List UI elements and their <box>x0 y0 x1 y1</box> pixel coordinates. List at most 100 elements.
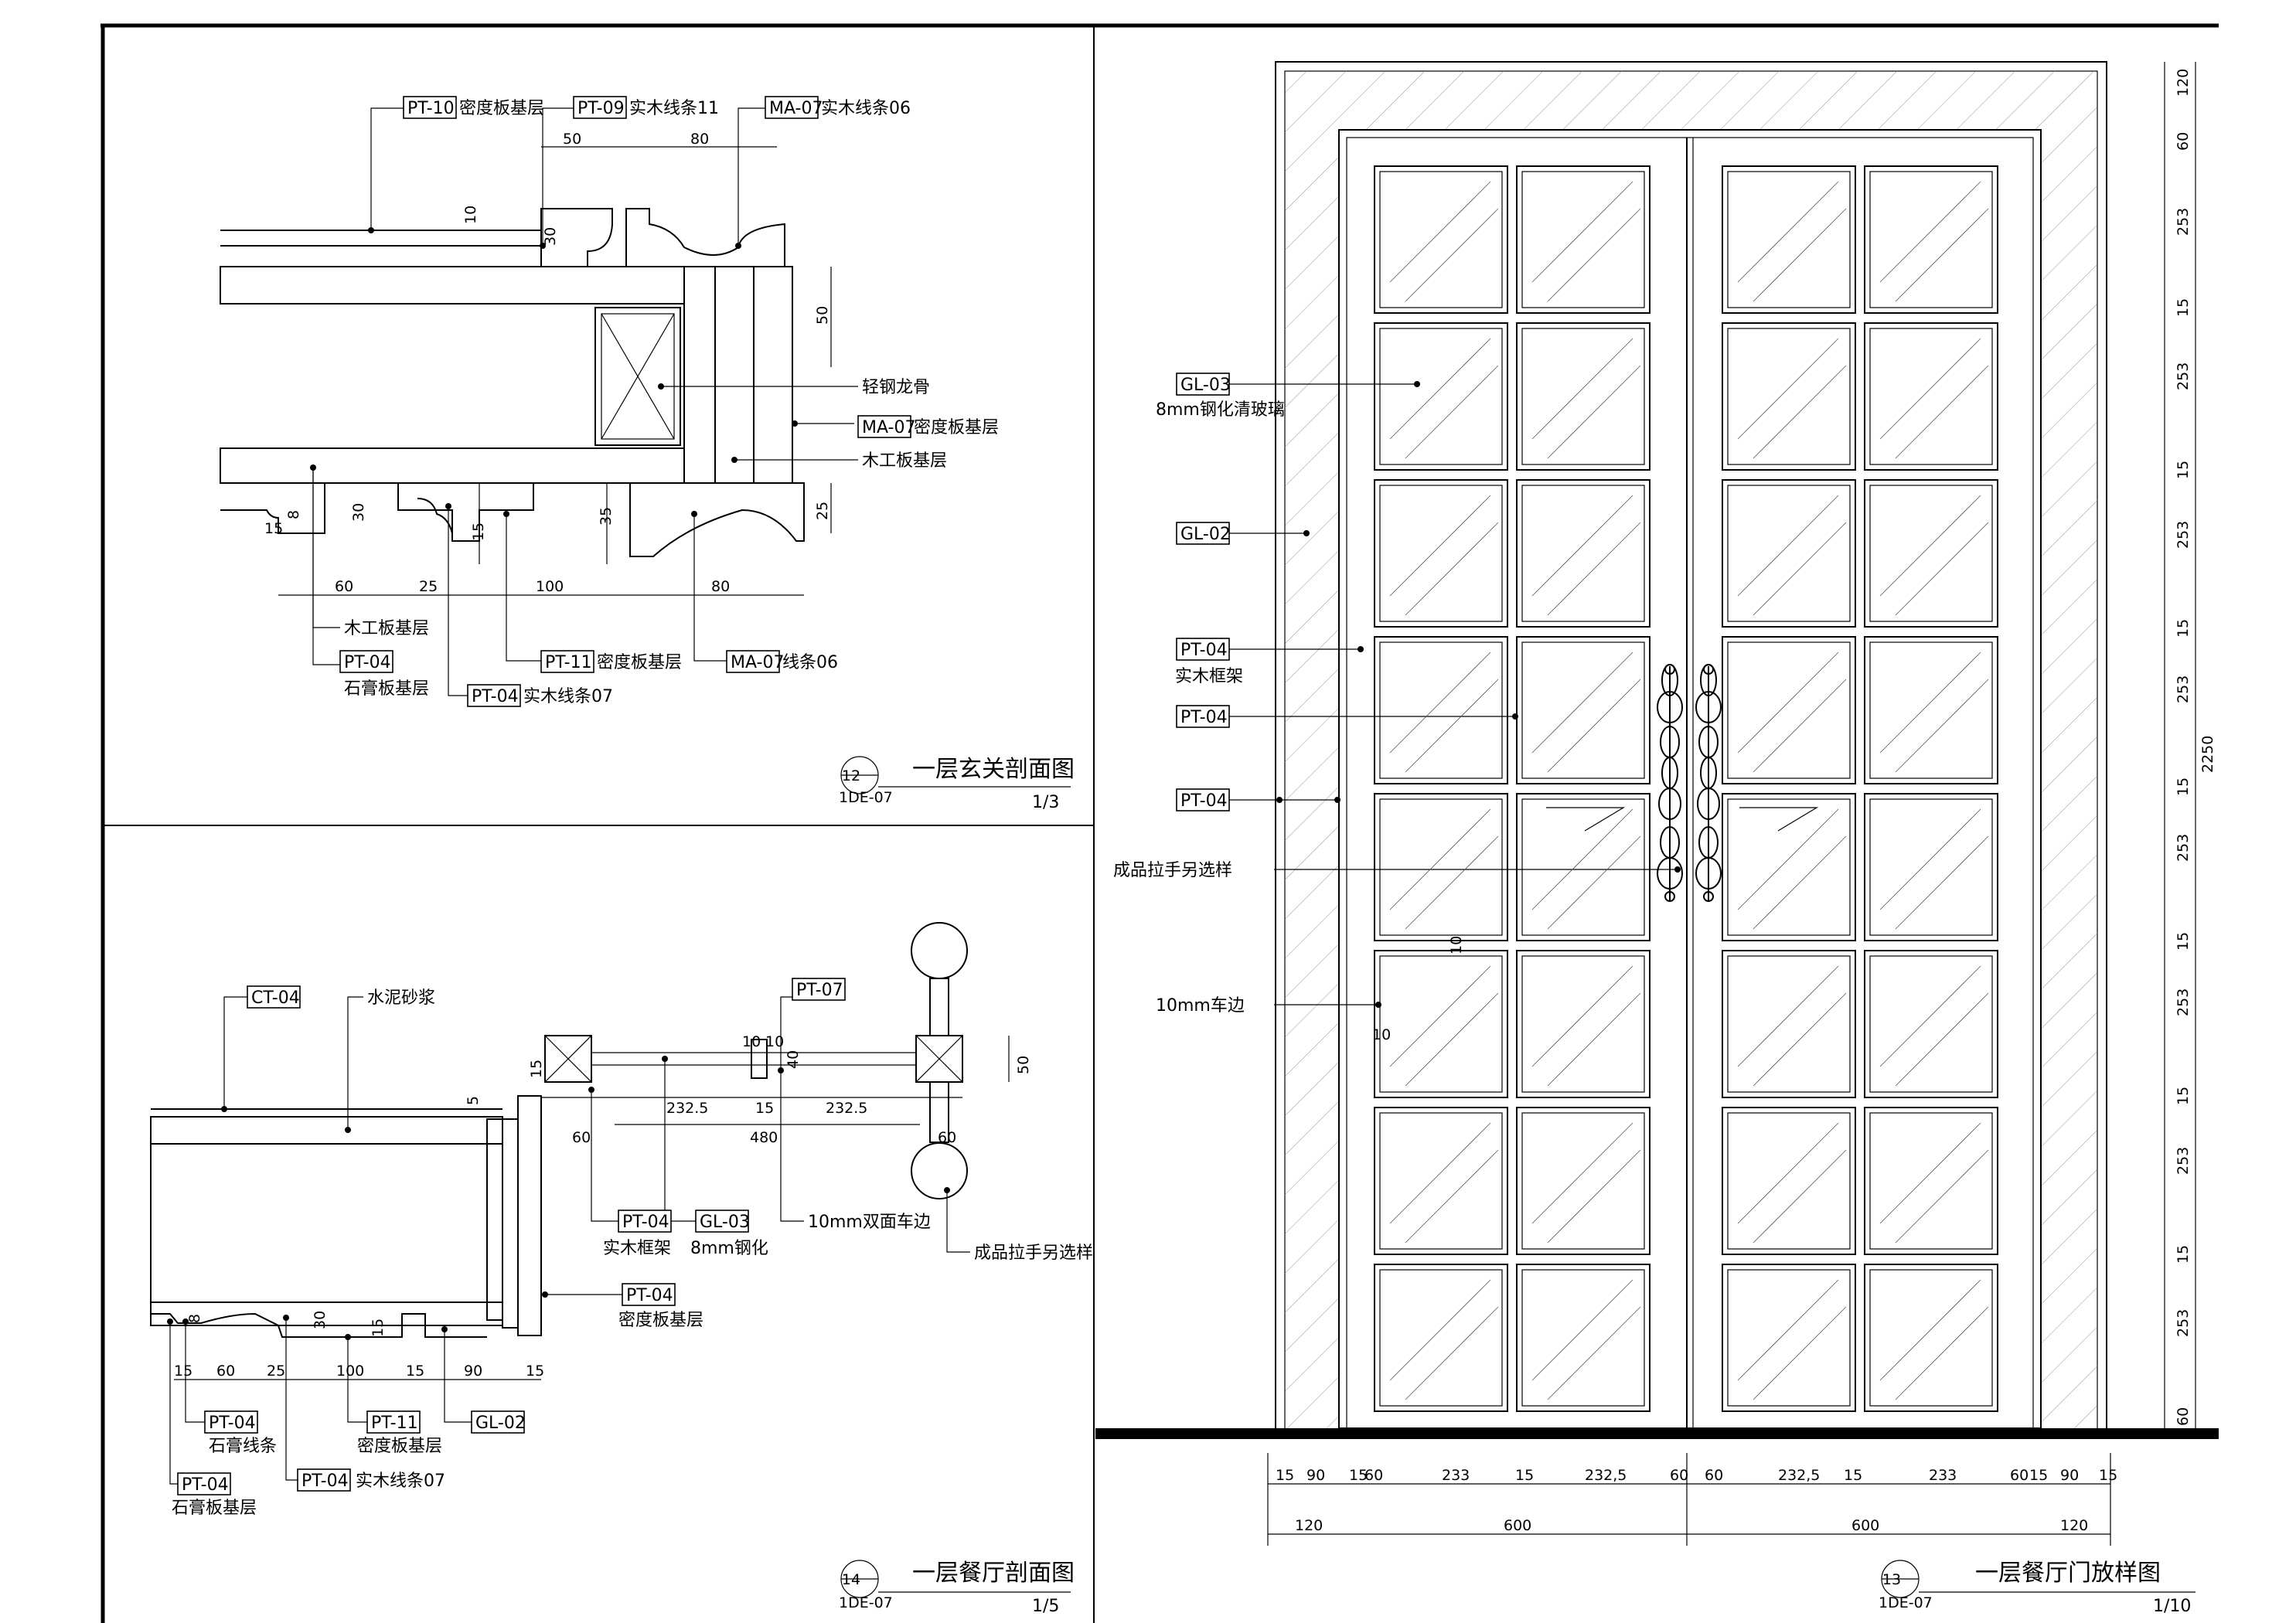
s14-dim-60b: 60 <box>938 1129 956 1146</box>
glass-pane <box>1516 793 1650 941</box>
s12-tag-7-code: MA-07 <box>731 653 784 672</box>
s13-door-dim-a: 10 <box>1448 936 1465 954</box>
s14-tag-3-desc: 实木框架 <box>603 1239 671 1258</box>
s14-tag-5-code: PT-04 <box>626 1286 673 1305</box>
s14-tag-9-code: PT-04 <box>182 1475 229 1495</box>
glass-pane <box>1516 1264 1650 1412</box>
glass-pane <box>1722 950 1856 1098</box>
s14-dim-30: 30 <box>312 1311 329 1329</box>
s14-tag-4-desc: 8mm钢化 <box>690 1239 768 1258</box>
s14-note-mortar: 水泥砂浆 <box>367 988 435 1008</box>
section-14-tag-boxes <box>177 978 846 1495</box>
glass-pane <box>1722 793 1856 941</box>
s12-tag-2-code: PT-09 <box>577 99 625 118</box>
s12-dim-25: 25 <box>814 502 831 520</box>
dim-right-label: 120 <box>2175 69 2192 97</box>
s14-dim-bot-15c: 15 <box>526 1363 544 1380</box>
s12-dim-30b: 30 <box>350 503 367 522</box>
s12-title: 一层玄关剖面图 <box>912 756 1075 783</box>
dim-right-label: 253 <box>2175 834 2192 862</box>
glass-pane <box>1864 479 1998 628</box>
dim-label: 90 <box>1306 1467 1325 1484</box>
s13-door-dim-b: 10 <box>1372 1026 1391 1043</box>
section-13-glass-panes <box>1374 165 1998 1412</box>
s13-title: 一层餐厅门放样图 <box>1975 1560 2161 1587</box>
glass-pane <box>1864 322 1998 471</box>
glass-pane <box>1516 322 1650 471</box>
dim-label: 15 <box>1844 1467 1862 1484</box>
glass-pane <box>1864 793 1998 941</box>
bevel-mark <box>1739 807 1819 832</box>
dim-right-label: 60 <box>2175 1407 2192 1426</box>
s13-dim-height: 2250 <box>2199 736 2216 773</box>
dim-label: 232,5 <box>1778 1467 1820 1484</box>
section-12-tag-boxes <box>339 96 911 707</box>
s14-dim-bot-90: 90 <box>464 1363 482 1380</box>
s14-tag-4-code: GL-03 <box>700 1213 750 1232</box>
dim-label: 15 <box>1276 1467 1294 1484</box>
section-13-handles <box>1657 664 1722 902</box>
glass-pane <box>1374 165 1508 314</box>
glass-pane <box>1516 636 1650 784</box>
s14-tag-10-code: PT-04 <box>301 1472 349 1491</box>
bevel-mark <box>1546 807 1626 832</box>
glass-pane <box>1374 636 1508 784</box>
dim-total-label: 120 <box>2060 1517 2088 1534</box>
s12-dim-top-80: 80 <box>690 131 709 148</box>
dim-total-label: 600 <box>1504 1517 1531 1534</box>
s14-section-ref: 1DE-07 <box>839 1594 893 1611</box>
s12-dim-bot-25: 25 <box>419 578 438 595</box>
dim-right-label: 15 <box>2175 461 2192 479</box>
s14-dim-15m: 15 <box>755 1100 774 1117</box>
s12-tag-3-code: MA-07 <box>769 99 823 118</box>
door-pull-handle <box>1657 664 1683 902</box>
s14-tag-8-code: GL-02 <box>475 1414 526 1433</box>
s12-dim-15: 15 <box>470 522 487 541</box>
s14-dim-bot-60: 60 <box>216 1363 235 1380</box>
glass-pane <box>1374 479 1508 628</box>
s12-tag-7-desc: 线条06 <box>782 653 838 672</box>
s13-tag-3-desc: 实木框架 <box>1175 667 1243 686</box>
s13-section-number: 13 <box>1882 1571 1901 1588</box>
s13-tag-4-code: PT-04 <box>1180 708 1228 727</box>
dim-right-label: 15 <box>2175 298 2192 317</box>
dim-right-label: 253 <box>2175 208 2192 236</box>
s13-tag-1-code: GL-03 <box>1180 376 1231 395</box>
s14-tag-9-desc: 石膏板基层 <box>172 1499 257 1518</box>
dim-label: 233 <box>1442 1467 1470 1484</box>
s14-dim-8: 8 <box>186 1314 203 1323</box>
s12-scale: 1/3 <box>1032 793 1059 812</box>
s14-dim-15s: 15 <box>370 1318 387 1337</box>
dim-right-label: 253 <box>2175 1147 2192 1175</box>
s12-tag-8-desc: 实木线条07 <box>523 687 613 706</box>
dim-right-label: 15 <box>2175 1245 2192 1264</box>
dim-right-label: 253 <box>2175 1309 2192 1337</box>
dim-label: 15 <box>2099 1467 2117 1484</box>
s14-tag-7-desc: 密度板基层 <box>357 1437 442 1456</box>
s12-tag-5-desc: 石膏板基层 <box>344 679 429 699</box>
s12-dim-bot-80: 80 <box>711 578 730 595</box>
dim-right-label: 253 <box>2175 675 2192 703</box>
s14-section-number: 14 <box>842 1571 860 1588</box>
glass-pane <box>1864 636 1998 784</box>
dim-label: 15 <box>2029 1467 2048 1484</box>
s13-note-handle: 成品拉手另选样 <box>1113 861 1232 880</box>
glass-pane <box>1516 479 1650 628</box>
dim-label: 232,5 <box>1585 1467 1627 1484</box>
dim-right-label: 15 <box>2175 932 2192 951</box>
dim-right-label: 15 <box>2175 777 2192 796</box>
dim-right-label: 253 <box>2175 988 2192 1016</box>
s14-dim-bot-15: 15 <box>174 1363 192 1380</box>
dim-total-label: 600 <box>1851 1517 1879 1534</box>
glass-pane <box>1722 479 1856 628</box>
s13-scale: 1/10 <box>2153 1597 2191 1616</box>
s14-dim-50: 50 <box>1015 1056 1032 1074</box>
dim-right-label: 15 <box>2175 1087 2192 1105</box>
s13-tag-2-code: GL-02 <box>1180 525 1231 544</box>
s14-dim-480: 480 <box>750 1129 778 1146</box>
s14-dim-5: 5 <box>465 1096 482 1105</box>
s12-dim-8: 8 <box>285 510 302 519</box>
glass-pane <box>1374 1107 1508 1255</box>
